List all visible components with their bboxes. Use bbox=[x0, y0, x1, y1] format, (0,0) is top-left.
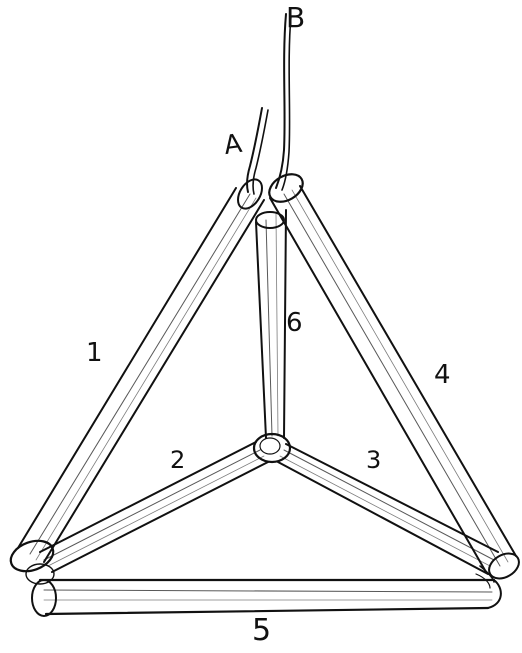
rod-5 bbox=[32, 580, 501, 616]
wire-b bbox=[276, 14, 291, 190]
wire-label-b: B bbox=[286, 4, 305, 32]
rod-label-2: 2 bbox=[170, 448, 185, 472]
rod-label-1: 1 bbox=[86, 340, 103, 366]
rod-label-5: 5 bbox=[252, 616, 271, 646]
wire-label-a: A bbox=[222, 131, 243, 159]
bottom-left-joint bbox=[7, 535, 58, 584]
rod-label-3: 3 bbox=[366, 448, 381, 472]
center-joint bbox=[254, 434, 290, 462]
rod-3 bbox=[278, 444, 498, 574]
rod-label-4: 4 bbox=[434, 362, 451, 388]
rod-2 bbox=[40, 442, 268, 572]
rod-label-6: 6 bbox=[286, 310, 303, 336]
rod-4 bbox=[264, 169, 522, 584]
rod-6 bbox=[256, 210, 286, 438]
rod-1 bbox=[18, 175, 267, 562]
